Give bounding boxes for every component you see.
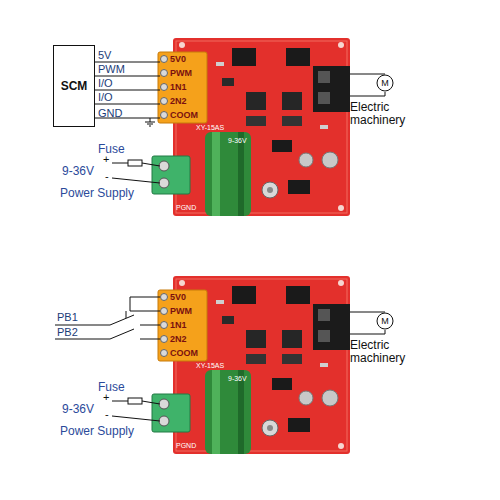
motor-caption: Electric machinery — [350, 339, 430, 365]
ground-label: PGND — [176, 442, 196, 450]
signal-name: I/O — [98, 91, 113, 103]
fuse-label: Fuse — [98, 143, 125, 156]
ground-label: PGND — [176, 204, 196, 212]
fuse-label: Fuse — [98, 381, 125, 394]
switch-wires — [55, 297, 160, 339]
supply-voltage: 9-36V — [62, 403, 94, 416]
board-top — [112, 38, 385, 216]
terminal-label: 2N2 — [170, 97, 187, 107]
terminal-label: COOM — [170, 349, 198, 359]
terminal-label: 1N1 — [170, 321, 187, 331]
polarity-sign: - — [105, 170, 109, 182]
board-model: XY-15AS — [196, 362, 224, 370]
supply-label: Power Supply — [60, 187, 134, 200]
signal-name: 5V — [98, 49, 111, 61]
terminal-label: PWM — [170, 307, 192, 317]
board-voltage: 9-36V — [228, 137, 247, 145]
motor-caption: Electric machinery — [350, 101, 430, 127]
polarity-sign: + — [103, 153, 109, 165]
motor-symbol: M — [376, 312, 394, 330]
signal-name: GND — [98, 107, 122, 119]
signal-name: PWM — [98, 63, 125, 75]
supply-label: Power Supply — [60, 425, 134, 438]
signal-name: I/O — [98, 77, 113, 89]
polarity-sign: - — [105, 408, 109, 420]
supply-voltage: 9-36V — [62, 165, 94, 178]
terminal-label: 1N1 — [170, 83, 187, 93]
scm-box: SCM — [53, 45, 95, 127]
board-model: XY-15AS — [196, 124, 224, 132]
board-voltage: 9-36V — [228, 375, 247, 383]
terminal-label: 2N2 — [170, 335, 187, 345]
scm-wires — [95, 62, 160, 126]
node-text: M — [381, 316, 389, 326]
node-text: M — [381, 78, 389, 88]
motor-symbol: M — [376, 74, 394, 92]
terminal-label: PWM — [170, 69, 192, 79]
terminal-label: COOM — [170, 111, 198, 121]
terminal-label: 5V0 — [170, 293, 186, 303]
node-text: SCM — [61, 79, 88, 93]
terminal-label: 5V0 — [170, 55, 186, 65]
polarity-sign: + — [103, 391, 109, 403]
button-name: PB1 — [57, 311, 78, 323]
board-bottom — [112, 276, 385, 454]
button-name: PB2 — [57, 326, 78, 338]
